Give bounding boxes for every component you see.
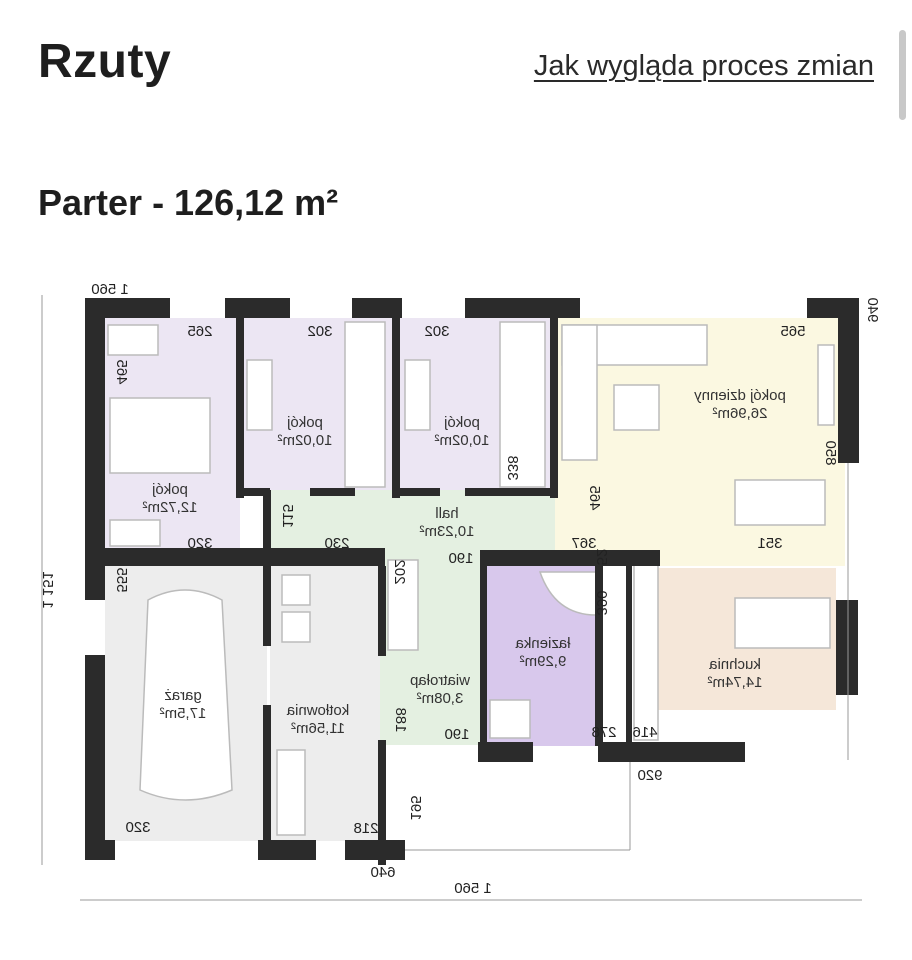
room-area: 14,74m² — [707, 674, 762, 691]
room-label: hall — [435, 505, 458, 522]
change-process-link[interactable]: Jak wygląda proces zmian — [533, 50, 874, 82]
page-title: Rzuty — [38, 35, 172, 88]
dimension-label: 190 — [444, 726, 469, 743]
dimension-label: 302 — [307, 323, 332, 340]
dimension-label: 367 — [571, 535, 596, 552]
furniture — [107, 321, 835, 836]
dimension-label: 188 — [392, 707, 409, 732]
dimension-label: 850 — [822, 440, 839, 465]
room-area: 11,56m² — [291, 720, 345, 737]
room-area: 12,72m² — [142, 499, 197, 516]
dimension-label: 920 — [637, 767, 662, 784]
room-label: łazienka — [515, 635, 571, 652]
room-label: garaż — [164, 687, 202, 704]
dimension-label: 278 — [591, 724, 616, 741]
room-label: pokój dzienny — [694, 387, 786, 404]
room-label: wiatrołap — [410, 672, 471, 689]
dimension-label: 1 560 — [91, 281, 129, 298]
room-area: 10,02m² — [434, 432, 489, 449]
room-label: pokój — [444, 414, 480, 431]
dimension-label: 115 — [279, 504, 296, 528]
room-label: pokój — [152, 481, 188, 498]
room-area: 10,02m² — [277, 432, 332, 449]
dimension-label: 52 — [593, 549, 610, 566]
dimension-label: 218 — [353, 820, 378, 837]
dimension-label: 230 — [324, 535, 349, 552]
room-area: 10,23m² — [419, 523, 474, 540]
dimension-lines — [41, 295, 862, 901]
dimension-label: 1 151 — [39, 571, 56, 609]
dimension-label: 338 — [504, 455, 521, 480]
dimension-label: 190 — [448, 550, 473, 567]
dimension-labels: 1 560 940 265 302 302 565 465 850 338 465 115 230 32… — [39, 281, 881, 897]
room-area: 3,08m² — [417, 690, 464, 707]
dimension-label: 465 — [586, 485, 603, 510]
dimension-label: 390 — [593, 590, 610, 615]
dimension-label: 565 — [780, 323, 805, 340]
room-label: kotłownia — [286, 702, 349, 719]
room-area: 17,5m² — [160, 705, 207, 722]
dimension-label: 202 — [391, 559, 408, 584]
dimension-label: 640 — [370, 864, 395, 881]
room-label: pokój — [287, 414, 323, 431]
dimension-label: 195 — [407, 795, 424, 820]
dimension-label: 555 — [113, 567, 130, 592]
dimension-label: 1 560 — [454, 880, 492, 897]
room-area: 9,29m² — [520, 653, 567, 670]
dimension-label: 302 — [424, 323, 449, 340]
scrollbar[interactable] — [899, 30, 906, 120]
walls — [85, 298, 859, 865]
dimension-label: 320 — [187, 535, 212, 552]
room-area: 26,96m² — [712, 405, 767, 422]
dimension-label: 940 — [864, 297, 881, 322]
dimension-label: 265 — [187, 323, 212, 340]
dimension-label: 416 — [632, 724, 657, 741]
floor-title: Parter - 126,12 m² — [38, 182, 339, 223]
dimension-label: 465 — [113, 359, 130, 384]
room-label: kuchnia — [708, 656, 760, 673]
dimension-label: 320 — [125, 819, 150, 836]
room-hall — [270, 490, 555, 550]
dimension-label: 351 — [757, 535, 782, 552]
